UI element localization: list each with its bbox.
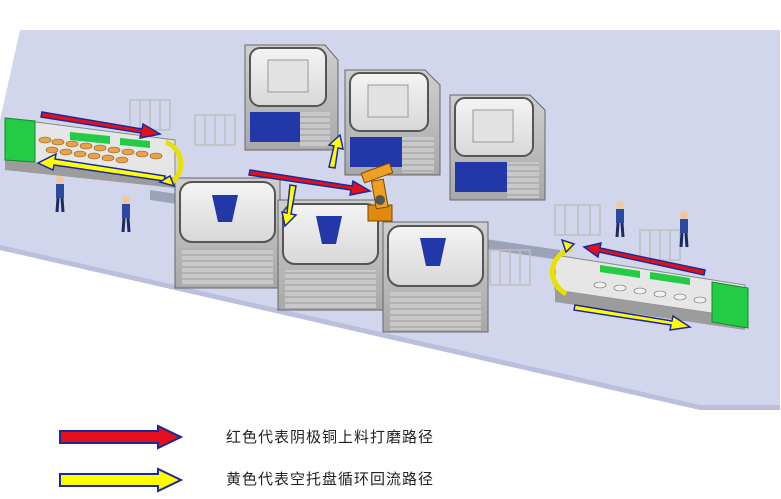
cabinet-front-1	[174, 177, 281, 289]
cabinet-back-3	[449, 94, 546, 201]
red-arrow-middle	[248, 169, 373, 196]
worker-figures	[55, 176, 689, 248]
red-arrow-right-line	[582, 242, 706, 276]
right-conveyor	[489, 204, 749, 330]
yellow-arrow-left-line	[36, 152, 166, 182]
legend-yellow-label: 黄色代表空托盘循环回流路径	[226, 470, 435, 488]
red-flow-arrows	[40, 111, 706, 276]
cabinet-back-1	[244, 44, 339, 151]
legend-yellow-arrow	[59, 467, 184, 493]
yellow-arrow-down	[281, 184, 298, 228]
yellow-arrow-right-line	[573, 304, 693, 331]
cabinet-front-2	[277, 199, 384, 311]
yellow-curve-left	[164, 139, 184, 186]
cabinet-front-3	[382, 221, 489, 333]
legend: 红色代表阴极铜上料打磨路径 黄色代表空托盘循环回流路径	[0, 410, 781, 499]
red-arrow-left-line	[40, 111, 163, 139]
legend-red-label: 红色代表阴极铜上料打磨路径	[226, 428, 435, 446]
robot-arm	[360, 162, 394, 222]
yellow-arrow-up	[327, 133, 344, 169]
yellow-flow-arrows	[36, 133, 693, 331]
production-line-diagram	[0, 30, 780, 410]
cabinet-back-2	[344, 69, 441, 176]
legend-red-arrow	[59, 424, 184, 450]
